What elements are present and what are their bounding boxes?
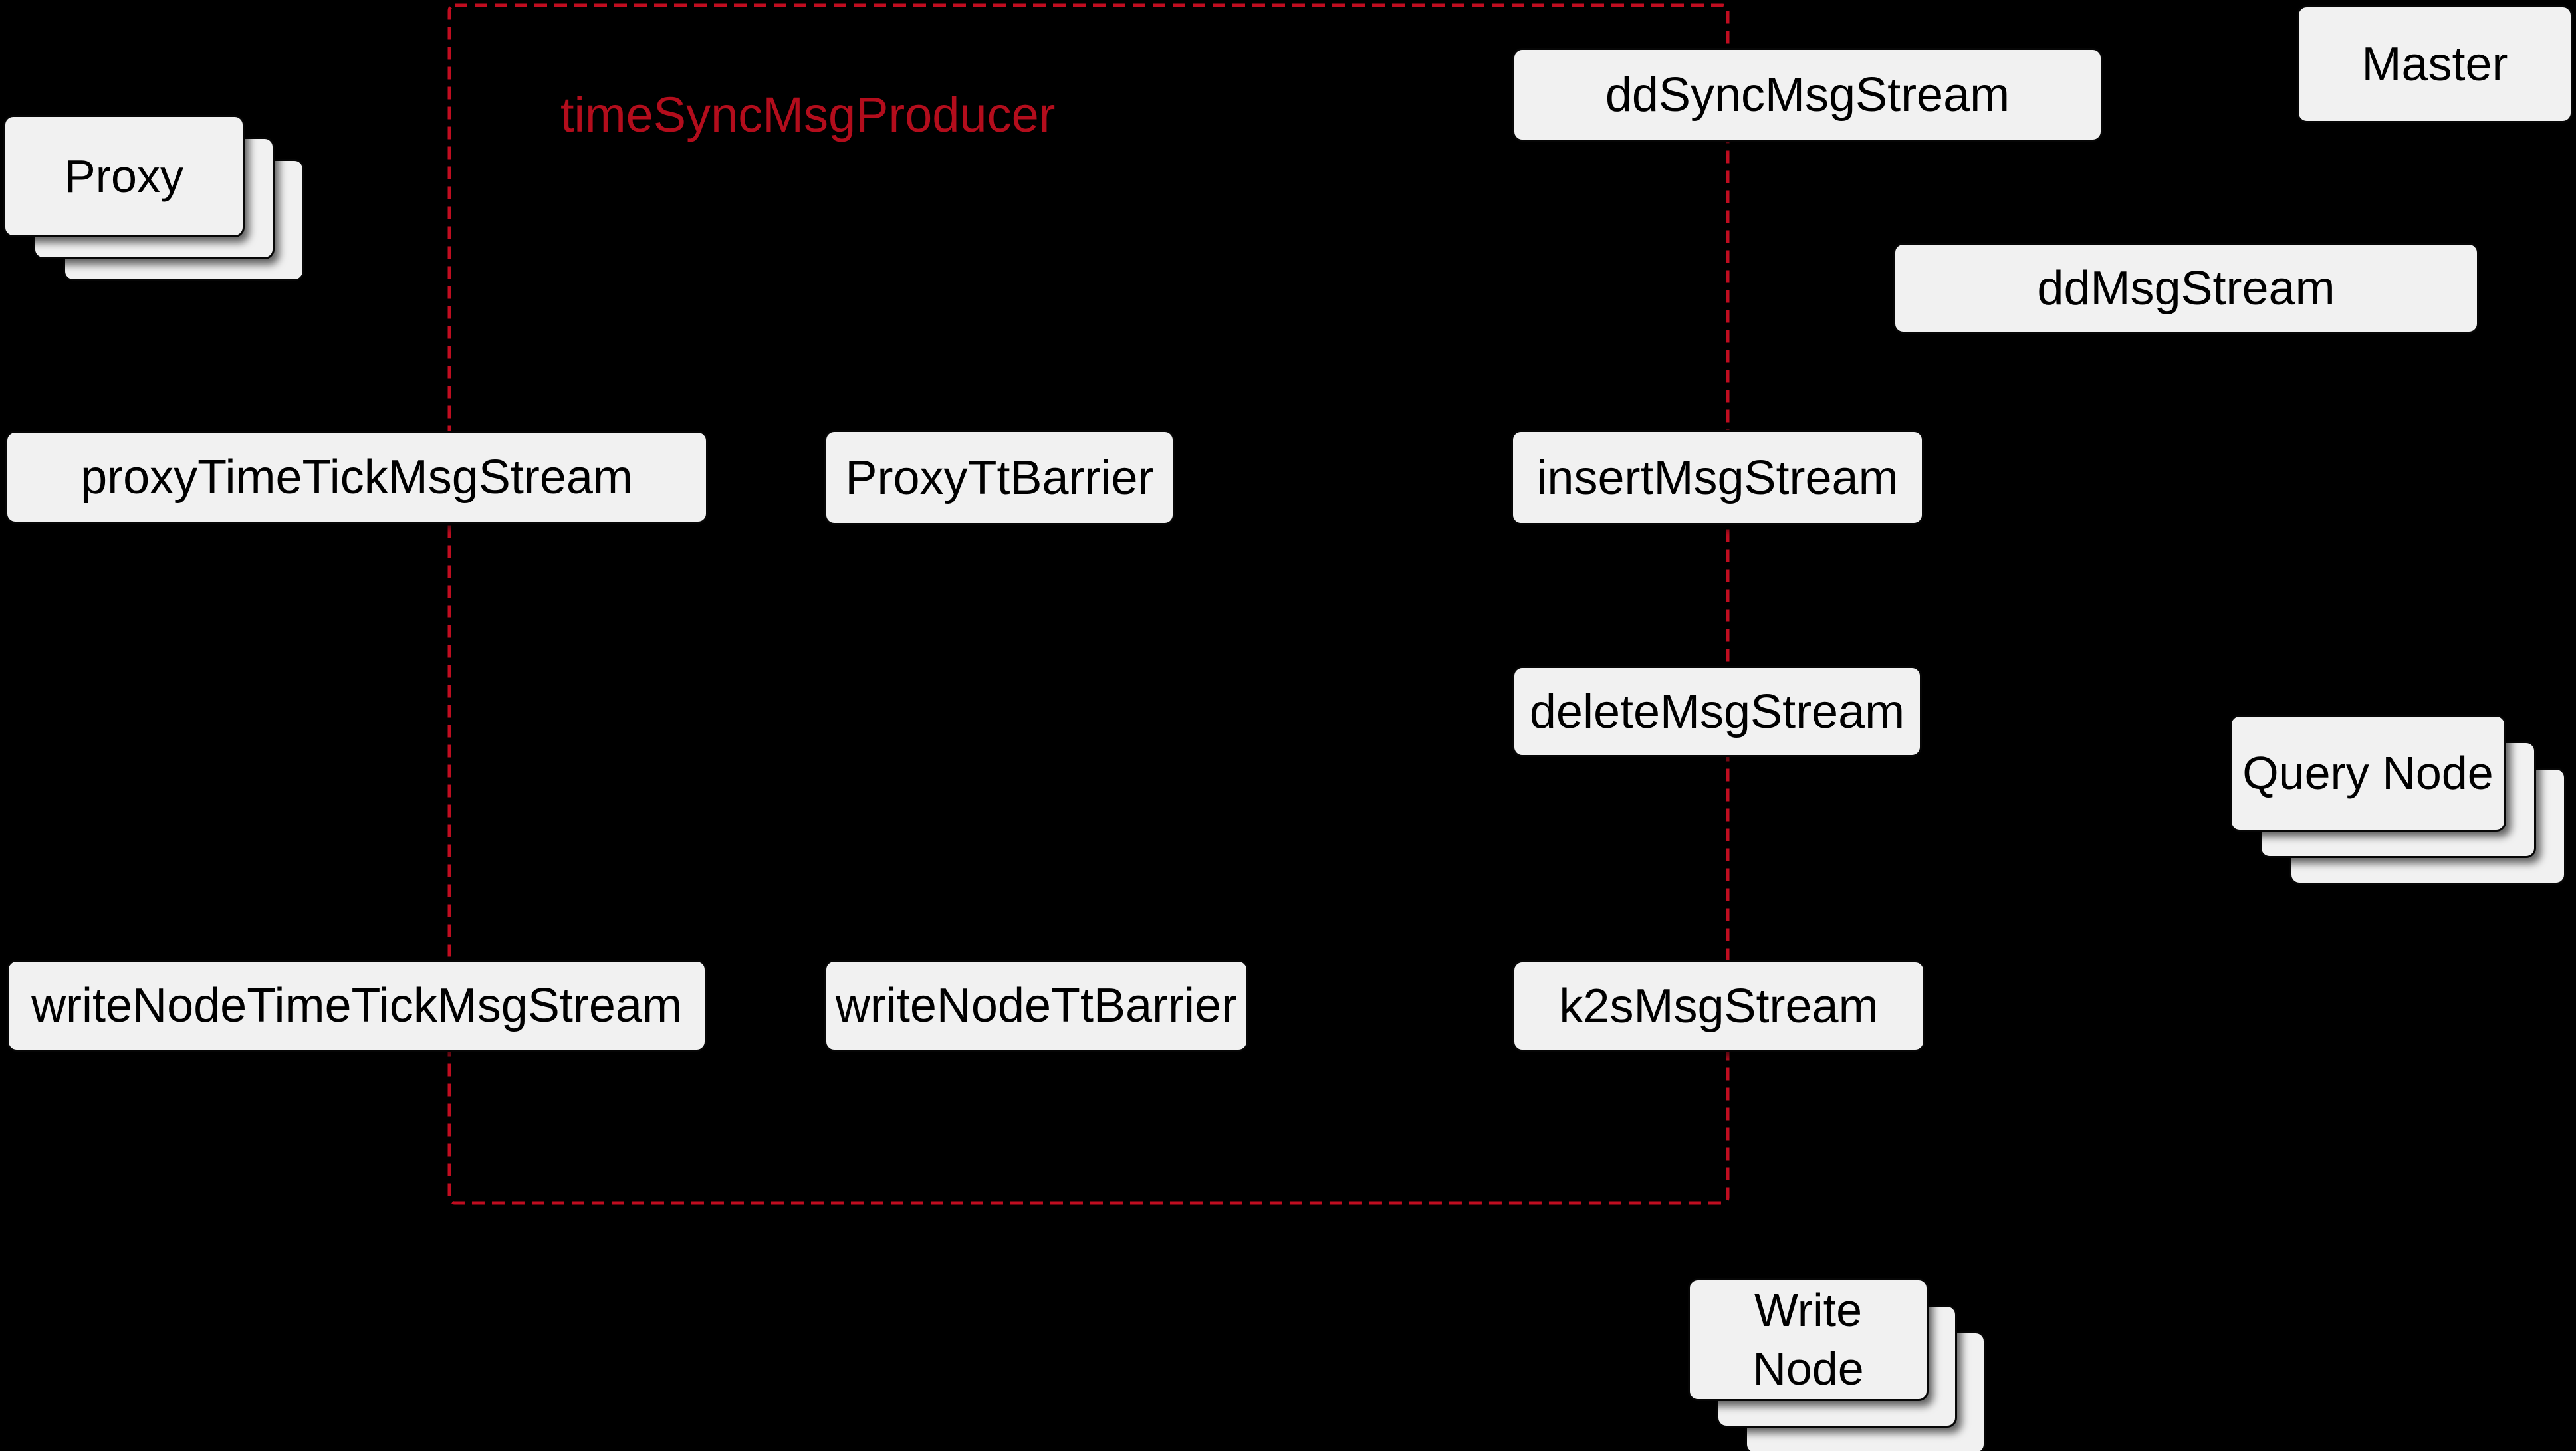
node-write-node-tt-barrier: writeNodeTtBarrier: [824, 960, 1248, 1052]
node-proxy-tt-barrier: ProxyTtBarrier: [824, 430, 1175, 525]
node-dd-msg-stream: ddMsgStream: [1893, 243, 2479, 334]
k2s-msg-stream-label: k2sMsgStream: [1559, 979, 1879, 1033]
timesync-producer-label: timeSyncMsgProducer: [560, 87, 1056, 142]
proxy-label: Proxy: [64, 150, 183, 202]
node-master: Master: [2297, 5, 2573, 123]
node-proxy-time-tick-msg-stream: proxyTimeTickMsgStream: [5, 431, 708, 524]
proxy-tt-barrier-label: ProxyTtBarrier: [845, 451, 1154, 504]
delete-msg-stream-label: deleteMsgStream: [1529, 685, 1905, 738]
node-delete-msg-stream: deleteMsgStream: [1512, 666, 1922, 757]
node-query-node-stack: Query Node: [2230, 715, 2567, 886]
write-node-card-front: Write Node: [1688, 1278, 1929, 1401]
write-node-time-tick-msg-stream-label: writeNodeTimeTickMsgStream: [31, 979, 682, 1032]
node-write-node-stack: Write Node: [1688, 1278, 1987, 1451]
node-k2s-msg-stream: k2sMsgStream: [1512, 960, 1925, 1052]
node-insert-msg-stream: insertMsgStream: [1511, 430, 1924, 525]
proxy-card-front: Proxy: [3, 115, 245, 237]
write-node-label: Write Node: [1752, 1284, 1864, 1395]
insert-msg-stream-label: insertMsgStream: [1536, 451, 1899, 504]
query-node-card-front: Query Node: [2230, 715, 2506, 832]
dd-msg-stream-label: ddMsgStream: [2037, 261, 2335, 315]
node-dd-sync-msg-stream: ddSyncMsgStream: [1512, 48, 2103, 142]
master-label: Master: [2361, 37, 2508, 91]
node-write-node-time-tick-msg-stream: writeNodeTimeTickMsgStream: [7, 960, 707, 1052]
proxy-time-tick-msg-stream-label: proxyTimeTickMsgStream: [80, 451, 633, 504]
write-node-tt-barrier-label: writeNodeTtBarrier: [835, 979, 1238, 1032]
dd-sync-msg-stream-label: ddSyncMsgStream: [1605, 68, 2010, 122]
query-node-label: Query Node: [2242, 747, 2494, 799]
node-proxy-stack: Proxy: [3, 115, 306, 282]
